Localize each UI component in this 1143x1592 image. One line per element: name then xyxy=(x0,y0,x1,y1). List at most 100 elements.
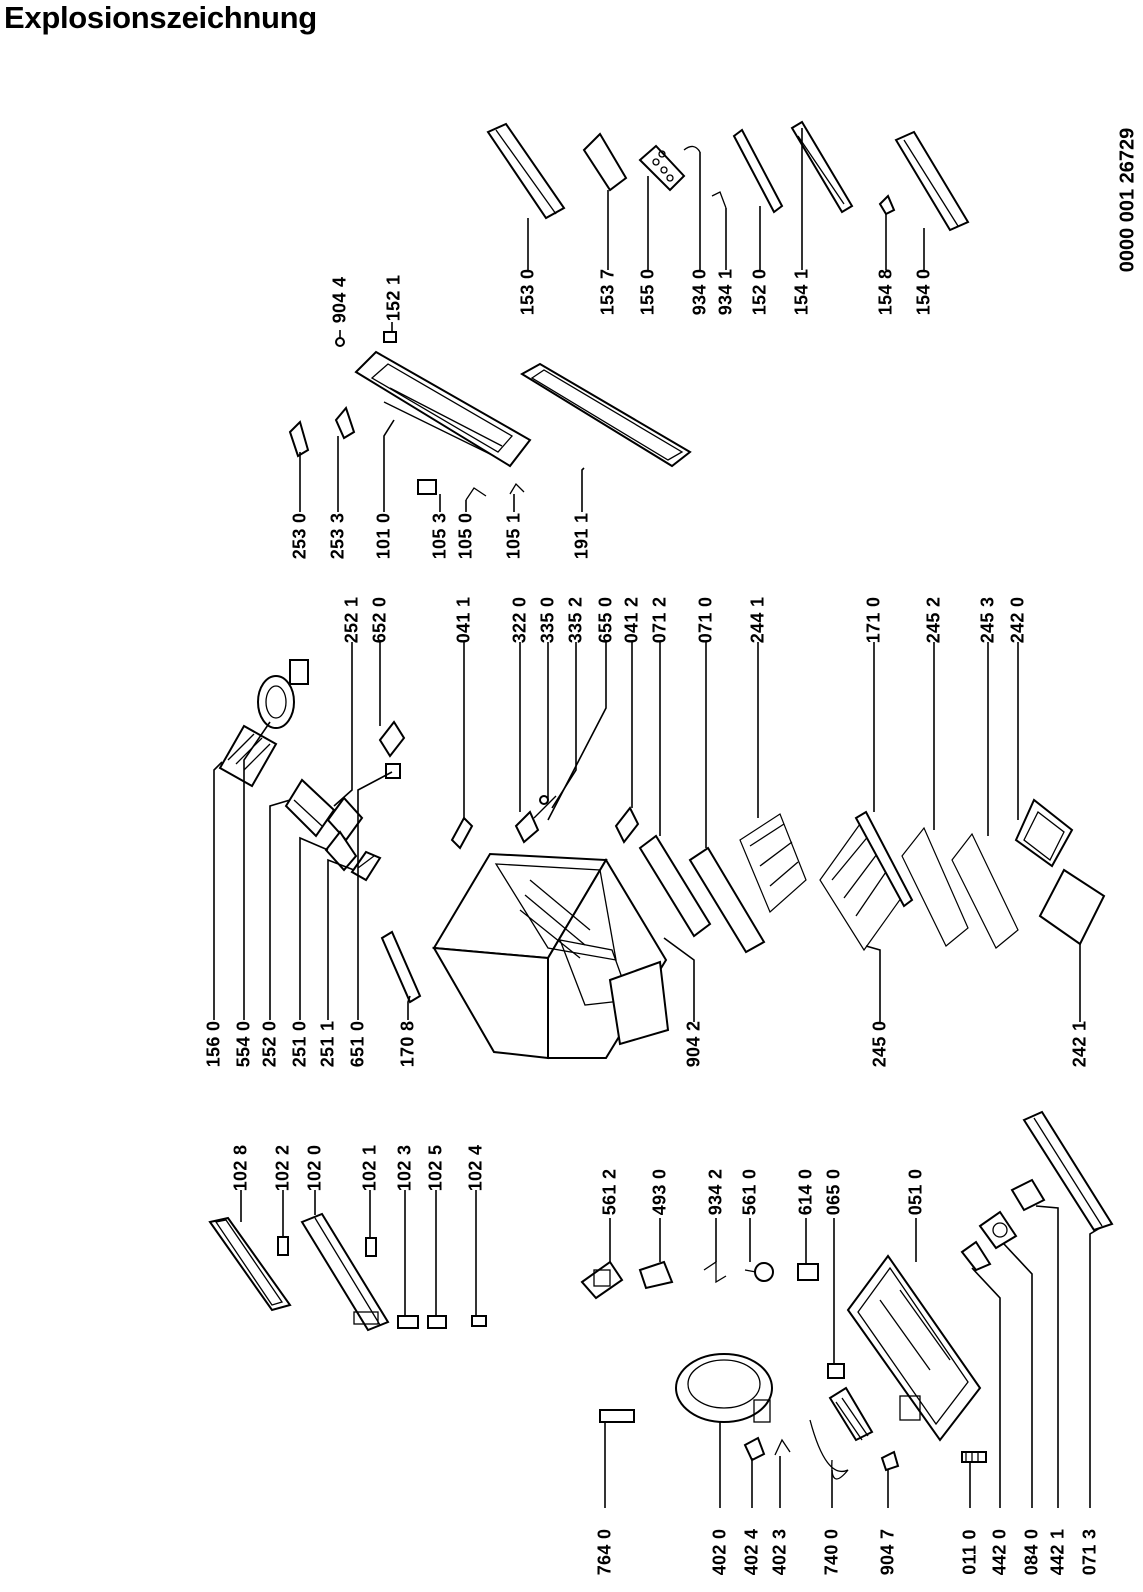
part-1024 xyxy=(471,1315,487,1327)
callout-1021: 102 1 xyxy=(359,1144,380,1192)
callout-1560: 156 0 xyxy=(203,1020,224,1068)
callout-1028: 102 8 xyxy=(230,1144,251,1192)
callout-2453: 245 3 xyxy=(977,596,998,644)
callout-1541: 154 1 xyxy=(791,268,812,316)
callout-1520: 152 0 xyxy=(749,268,770,316)
callout-1022: 102 2 xyxy=(272,1144,293,1192)
part-1022 xyxy=(277,1236,289,1256)
callout-0710: 071 0 xyxy=(695,596,716,644)
part-9044 xyxy=(335,337,345,347)
crisper-2420 xyxy=(1014,798,1074,868)
callout-2450: 245 0 xyxy=(869,1020,890,1068)
strip-1710 xyxy=(854,810,914,908)
frame-0710 xyxy=(688,846,766,954)
cabinet-body xyxy=(432,852,670,1060)
hinge-3220 xyxy=(514,810,540,844)
callout-9340: 934 0 xyxy=(689,268,710,316)
compressor-4020 xyxy=(675,1353,773,1423)
callout-2520: 252 0 xyxy=(259,1020,280,1068)
part-6140 xyxy=(797,1263,819,1281)
crisper-cover-2421 xyxy=(1038,868,1106,946)
fan-5540 xyxy=(257,659,309,729)
callout-9047: 904 7 xyxy=(877,1528,898,1576)
callout-1051: 105 1 xyxy=(503,512,524,560)
callout-4023: 402 3 xyxy=(769,1528,790,1576)
part-1521 xyxy=(383,331,397,343)
part-6510 xyxy=(385,763,401,779)
callout-4024: 402 4 xyxy=(741,1528,762,1576)
housing-2520 xyxy=(284,778,336,838)
callout-1550: 155 0 xyxy=(637,268,658,316)
shelf-2453 xyxy=(951,832,1019,949)
callout-4421: 442 1 xyxy=(1047,1528,1068,1576)
callout-0411: 041 1 xyxy=(453,596,474,644)
bracket-4421 xyxy=(1010,1178,1046,1212)
callout-2521: 252 1 xyxy=(341,596,362,644)
callout-1025: 102 5 xyxy=(425,1144,446,1192)
callout-1010: 101 0 xyxy=(373,512,394,560)
tray-1530 xyxy=(486,122,566,220)
shelf-2452 xyxy=(901,826,969,947)
callout-7640: 764 0 xyxy=(594,1528,615,1576)
callout-6520: 652 0 xyxy=(369,596,390,644)
callout-2452: 245 2 xyxy=(923,596,944,644)
callout-1521: 152 1 xyxy=(383,274,404,322)
callout-7400: 740 0 xyxy=(821,1528,842,1576)
part-9340 xyxy=(683,145,701,153)
door-seal-1028 xyxy=(208,1216,292,1312)
egg-tray-1550 xyxy=(638,144,686,192)
callout-1540: 154 0 xyxy=(913,268,934,316)
callout-5540: 554 0 xyxy=(233,1020,254,1068)
part-2533 xyxy=(334,405,356,440)
shelf-2450 xyxy=(819,822,905,952)
part-1548 xyxy=(878,194,896,216)
callout-1053: 105 3 xyxy=(429,512,450,560)
callout-1023: 102 3 xyxy=(394,1144,415,1192)
callout-1548: 154 8 xyxy=(875,268,896,316)
strip-1708 xyxy=(380,930,422,1004)
foot-0110 xyxy=(961,1451,987,1463)
gasket-1911 xyxy=(520,362,692,468)
bracket-4420 xyxy=(960,1240,992,1272)
page-title: Explosionszeichnung xyxy=(4,0,317,35)
part-1053 xyxy=(417,479,437,495)
part-2530 xyxy=(288,420,310,458)
door-1010 xyxy=(354,350,532,468)
callout-2533: 253 3 xyxy=(327,512,348,560)
part-9047 xyxy=(880,1450,900,1472)
part-1025 xyxy=(427,1315,447,1329)
callout-1710: 171 0 xyxy=(863,596,884,644)
callout-4930: 493 0 xyxy=(649,1168,670,1216)
callout-2441: 244 1 xyxy=(747,596,768,644)
callout-5612: 561 2 xyxy=(599,1168,620,1216)
callout-2420: 242 0 xyxy=(1007,596,1028,644)
frame-0712 xyxy=(638,834,712,938)
rail-1541 xyxy=(790,120,854,214)
part-2511 xyxy=(350,850,382,882)
callout-0510: 051 0 xyxy=(905,1168,926,1216)
callout-1530: 153 0 xyxy=(517,268,538,316)
callout-0650: 065 0 xyxy=(823,1168,844,1216)
base-plate-0510 xyxy=(846,1254,982,1442)
callout-0840: 084 0 xyxy=(1021,1528,1042,1576)
callout-0712: 071 2 xyxy=(649,596,670,644)
door-panel-1020 xyxy=(300,1212,390,1332)
callout-0110: 011 0 xyxy=(959,1529,980,1575)
callout-0412: 041 2 xyxy=(621,596,642,644)
filter-7640 xyxy=(599,1409,635,1423)
part-4023 xyxy=(774,1438,791,1456)
callout-3220: 322 0 xyxy=(509,596,530,644)
part-9341 xyxy=(711,191,727,209)
callout-9042: 904 2 xyxy=(683,1020,704,1068)
callout-2421: 242 1 xyxy=(1069,1020,1090,1068)
callout-1024: 102 4 xyxy=(465,1144,486,1192)
relay-4024 xyxy=(743,1436,766,1462)
callout-1911: 191 1 xyxy=(571,512,592,560)
callout-6550: 655 0 xyxy=(595,596,616,644)
part-1021 xyxy=(365,1237,377,1257)
part-6520 xyxy=(378,720,406,758)
callout-1050: 105 0 xyxy=(455,512,476,560)
callout-2511: 251 1 xyxy=(317,1020,338,1068)
fan-0840 xyxy=(978,1210,1018,1250)
